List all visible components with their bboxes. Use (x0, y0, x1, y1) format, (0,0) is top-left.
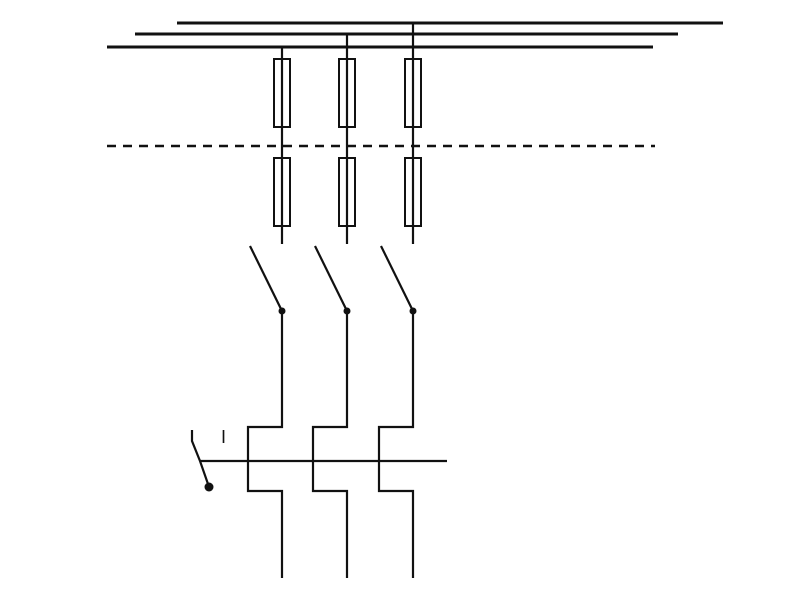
busbars (107, 21, 723, 49)
contact-jog (311, 311, 349, 578)
switch-blade-icon (249, 245, 283, 312)
actuator-mechanism: I (190, 427, 447, 492)
switch-blade-icon (380, 245, 414, 312)
switch-blade-icon (314, 245, 348, 312)
manual-lever-icon (190, 430, 210, 485)
actuator-label: I (221, 427, 226, 447)
pole-1 (246, 47, 291, 578)
pole-2 (311, 34, 356, 578)
poles (246, 23, 422, 578)
contact-jog (377, 311, 415, 578)
contact-jog (246, 311, 284, 578)
pole-3 (377, 23, 422, 578)
lever-knob-icon (204, 482, 214, 492)
